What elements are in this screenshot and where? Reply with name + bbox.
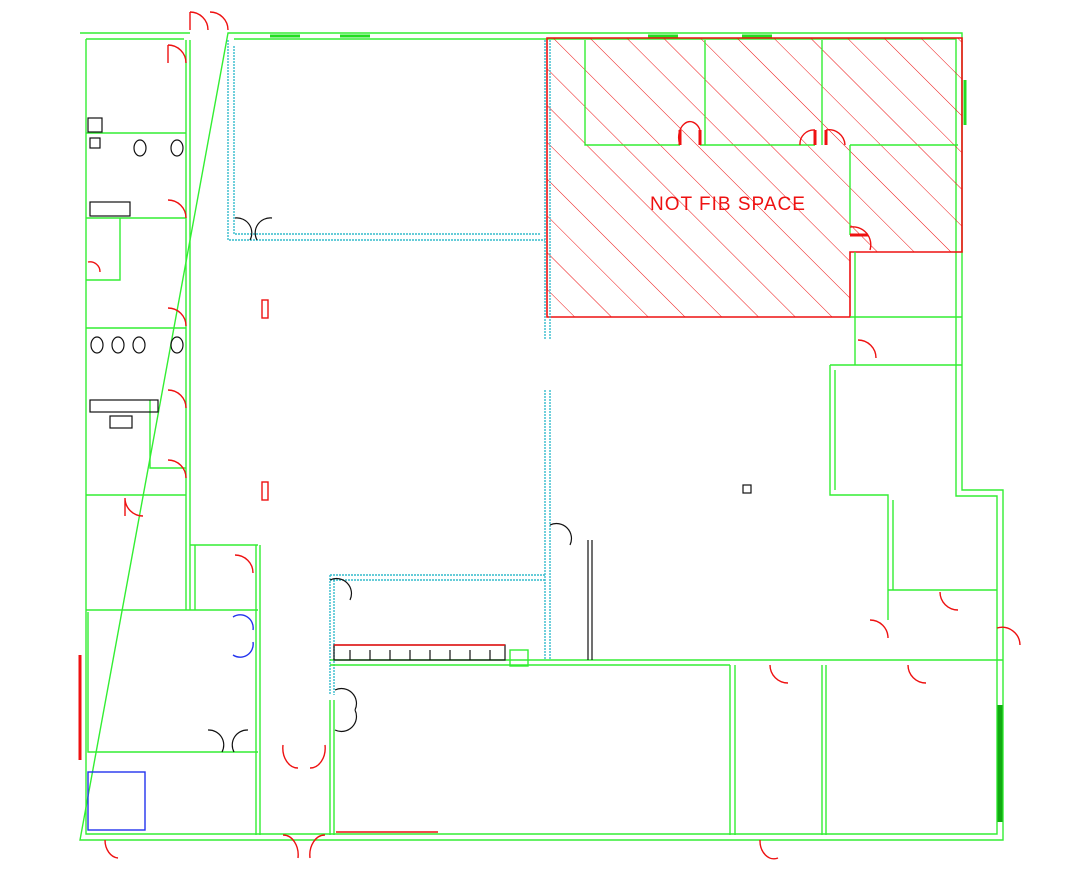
interior-walls xyxy=(78,40,1003,835)
toilet-icon xyxy=(90,336,104,354)
fixtures xyxy=(87,117,752,833)
doors xyxy=(87,11,1021,860)
toilet-icon xyxy=(133,139,147,157)
sink-icon xyxy=(87,117,103,133)
equipment-box xyxy=(87,771,146,831)
urinal-icon xyxy=(89,399,159,413)
toilet-icon xyxy=(132,336,146,354)
not-fib-space-label: NOT FIB SPACE xyxy=(650,194,806,215)
not-fib-space-area: NOT FIB SPACE xyxy=(546,37,963,318)
sink-icon xyxy=(89,137,101,149)
toilet-icon xyxy=(111,336,125,354)
counter-cabinets xyxy=(333,644,506,661)
column-icon xyxy=(742,484,752,494)
toilet-icon xyxy=(170,336,184,354)
column-icon xyxy=(261,299,269,319)
sink-icon xyxy=(109,415,133,429)
column-icon xyxy=(261,481,269,501)
toilet-icon xyxy=(170,139,184,157)
sink-counter-icon xyxy=(89,201,131,217)
